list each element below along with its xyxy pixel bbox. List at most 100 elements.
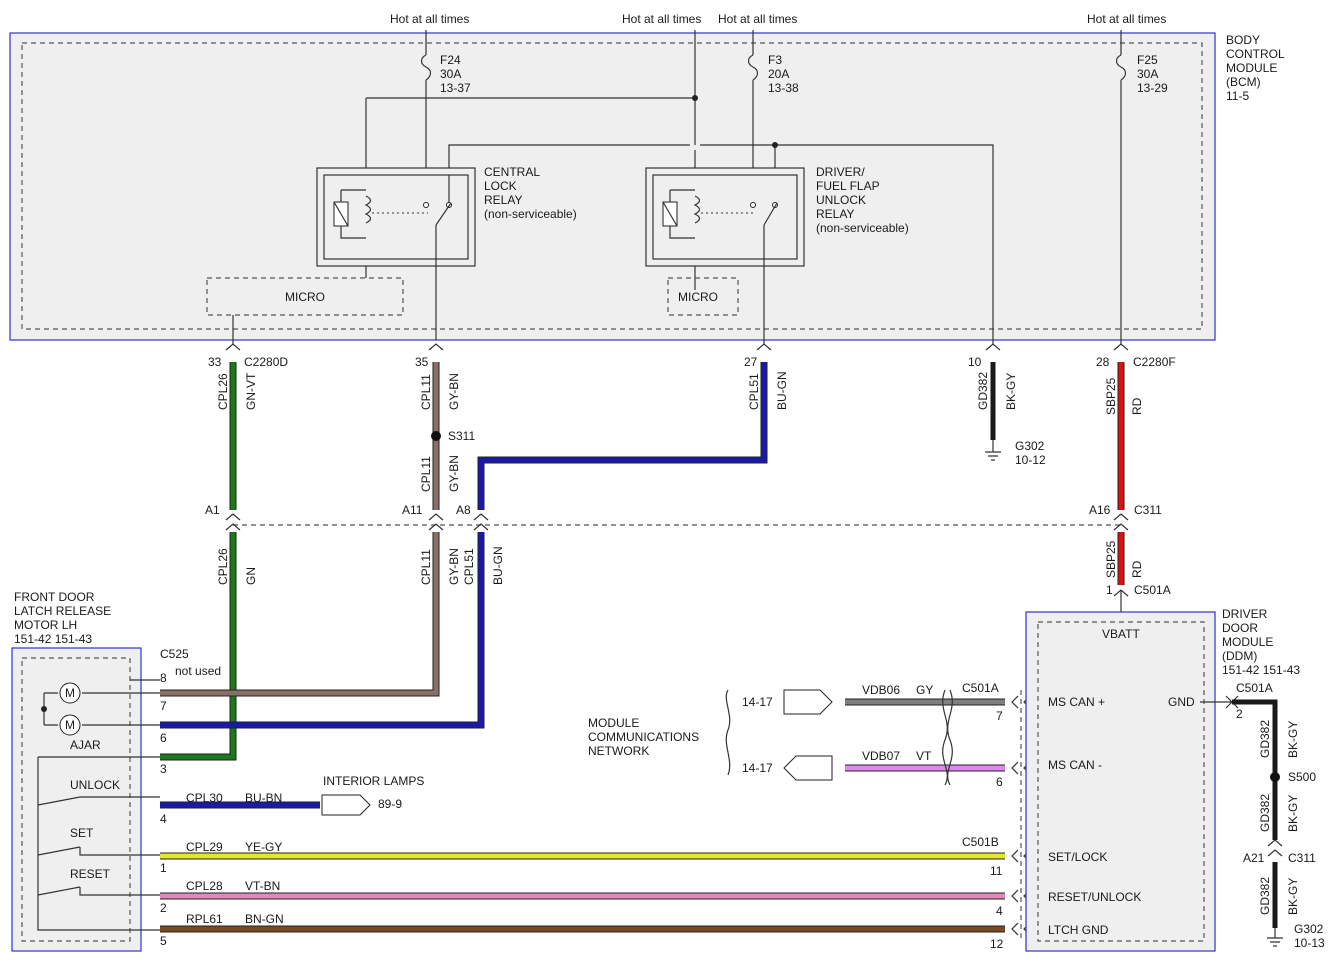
svg-text:BU-GN: BU-GN	[775, 371, 789, 410]
network-label: MODULE COMMUNICATIONS NETWORK	[588, 716, 699, 758]
svg-text:F3: F3	[768, 53, 782, 67]
svg-text:3: 3	[160, 762, 167, 776]
ddm-pin-names: VBATT MS CAN + MS CAN - GND SET/LOCK RES…	[1048, 627, 1195, 937]
ddm-connector-arrows	[1011, 695, 1031, 936]
svg-text:CPL11: CPL11	[419, 549, 433, 585]
svg-text:GY-BN: GY-BN	[447, 548, 461, 585]
svg-text:GD382: GD382	[1258, 720, 1272, 758]
svg-text:CPL51: CPL51	[462, 548, 476, 585]
svg-text:C501A: C501A	[1236, 681, 1273, 695]
svg-text:C311: C311	[1134, 503, 1162, 517]
svg-text:A16: A16	[1089, 503, 1111, 517]
svg-text:VDB06: VDB06	[862, 683, 900, 697]
svg-text:CPL11: CPL11	[419, 374, 433, 410]
svg-text:GD382: GD382	[1258, 794, 1272, 832]
c501b-label: C501B	[962, 835, 999, 849]
svg-text:MODULE: MODULE	[588, 716, 639, 730]
svg-text:CONTROL: CONTROL	[1226, 47, 1285, 61]
svg-text:G302: G302	[1015, 439, 1045, 453]
svg-text:RELAY: RELAY	[816, 207, 854, 221]
wire-gd382-ddm	[1232, 699, 1278, 840]
twisted-pair	[942, 689, 948, 786]
not-used-label: not used	[175, 664, 221, 678]
splice-s500	[1270, 772, 1280, 782]
svg-text:VT-BN: VT-BN	[245, 879, 280, 893]
svg-text:BK-GY: BK-GY	[1286, 721, 1300, 758]
svg-text:C2280F: C2280F	[1133, 355, 1176, 369]
svg-text:BODY: BODY	[1226, 33, 1260, 47]
wire-cpl51-upper	[478, 362, 767, 510]
ground-icon	[1267, 839, 1283, 947]
svg-text:SBP25: SBP25	[1104, 377, 1118, 415]
svg-text:LTCH GND: LTCH GND	[1048, 923, 1109, 937]
fuse-f3-label: F3 20A 13-38	[768, 53, 799, 95]
svg-text:RD: RD	[1130, 560, 1144, 578]
svg-text:13-38: 13-38	[768, 81, 799, 95]
svg-text:14-17: 14-17	[742, 761, 773, 775]
svg-text:FRONT DOOR: FRONT DOOR	[14, 590, 95, 604]
svg-text:UNLOCK: UNLOCK	[816, 193, 866, 207]
svg-text:20A: 20A	[768, 67, 789, 81]
driver-relay-label: DRIVER/ FUEL FLAP UNLOCK RELAY (non-serv…	[816, 165, 909, 235]
svg-text:YE-GY: YE-GY	[245, 840, 282, 854]
hot-label-mid: Hot at all times	[622, 12, 701, 26]
svg-text:M: M	[65, 718, 75, 732]
driver-relay-switch	[763, 202, 778, 345]
ground-icon	[985, 440, 1001, 461]
svg-text:BK-GY: BK-GY	[1286, 878, 1300, 915]
svg-text:30A: 30A	[1137, 67, 1158, 81]
splice-s500-label: S500	[1288, 770, 1316, 784]
svg-text:2: 2	[1236, 707, 1243, 721]
svg-text:GN: GN	[244, 567, 258, 585]
svg-text:35: 35	[415, 355, 429, 369]
svg-text:30A: 30A	[440, 67, 461, 81]
fuse-f24-icon	[420, 54, 432, 81]
svg-text:6: 6	[996, 775, 1003, 789]
svg-text:CPL51: CPL51	[747, 373, 761, 410]
hot-label-f3: Hot at all times	[718, 12, 797, 26]
svg-text:CPL28: CPL28	[186, 879, 223, 893]
svg-text:SBP25: SBP25	[1104, 540, 1118, 578]
svg-text:CPL26: CPL26	[216, 373, 230, 410]
svg-text:C2280D: C2280D	[244, 355, 288, 369]
c311-arrows	[225, 513, 1129, 531]
svg-text:(non-serviceable): (non-serviceable)	[484, 207, 577, 221]
svg-text:BU-BN: BU-BN	[245, 791, 282, 805]
svg-text:LOCK: LOCK	[484, 179, 517, 193]
latch-module-label: FRONT DOOR LATCH RELEASE MOTOR LH 151-42…	[14, 590, 111, 646]
svg-text:AJAR: AJAR	[70, 738, 101, 752]
vertical-wire-labels-upper: CPL26 GN-VT CPL11 GY-BN CPL11 GY-BN CPL5…	[216, 371, 1144, 492]
svg-text:GND: GND	[1168, 695, 1195, 709]
svg-text:1: 1	[160, 861, 167, 875]
interior-lamps-connector	[321, 794, 371, 816]
bcm-connector-arrows	[225, 343, 1129, 351]
latch-switches	[37, 756, 160, 931]
svg-text:(DDM): (DDM)	[1222, 649, 1257, 663]
svg-text:BU-GN: BU-GN	[491, 546, 505, 585]
svg-text:GY: GY	[916, 683, 933, 697]
svg-text:CENTRAL: CENTRAL	[484, 165, 540, 179]
svg-text:F25: F25	[1137, 53, 1158, 67]
latch-switch-labels: AJAR UNLOCK SET RESET	[70, 738, 120, 881]
wire-cpl26-lower	[160, 532, 236, 760]
ddm-label: DRIVER DOOR MODULE (DDM) 151-42 151-43	[1222, 607, 1300, 677]
svg-text:VDB07: VDB07	[862, 749, 900, 763]
fuse-f25-icon	[1115, 54, 1127, 81]
horizontal-wire-labels: CPL29 YE-GY CPL28 VT-BN RPL61 BN-GN	[186, 840, 284, 926]
svg-text:10-13: 10-13	[1294, 936, 1325, 950]
svg-text:89-9: 89-9	[378, 797, 402, 811]
svg-text:4: 4	[996, 904, 1003, 918]
c525-label: C525	[160, 647, 189, 661]
svg-text:MODULE: MODULE	[1226, 61, 1277, 75]
svg-text:UNLOCK: UNLOCK	[70, 778, 120, 792]
svg-text:10-12: 10-12	[1015, 453, 1046, 467]
svg-text:RD: RD	[1130, 397, 1144, 415]
svg-text:DRIVER: DRIVER	[1222, 607, 1268, 621]
svg-text:RPL61: RPL61	[186, 912, 223, 926]
svg-text:RESET/UNLOCK: RESET/UNLOCK	[1048, 890, 1141, 904]
svg-text:GY-BN: GY-BN	[447, 455, 461, 492]
hot-label-f24: Hot at all times	[390, 12, 469, 26]
svg-text:4: 4	[160, 812, 167, 826]
svg-text:10: 10	[968, 355, 982, 369]
